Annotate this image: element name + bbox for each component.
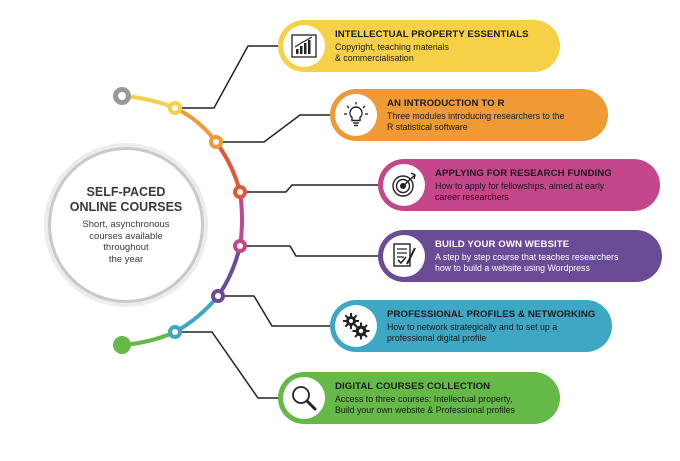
arc-end-node [113,336,131,354]
course-title: PROFESSIONAL PROFILES & NETWORKING [387,309,596,320]
course-professional-profiles[interactable]: PROFESSIONAL PROFILES & NETWORKING How t… [330,300,612,352]
course-digital-collection[interactable]: DIGITAL COURSES COLLECTION Access to thr… [278,372,560,424]
connector-line-6 [175,331,282,399]
course-build-website[interactable]: BUILD YOUR OWN WEBSITE A step by step co… [378,230,662,282]
course-description: How to apply for fellowships, aimed at e… [435,181,605,202]
connector-line-1 [175,45,282,109]
course-description: Three modules introducing researchers to… [387,111,565,132]
course-description: A step by step course that teaches resea… [435,252,619,273]
course-introduction-to-r[interactable]: AN INTRODUCTION TO R Three modules intro… [330,89,608,141]
course-research-funding[interactable]: APPLYING FOR RESEARCH FUNDING How to app… [378,159,660,211]
arc-segment-3 [214,140,242,193]
chart-icon [283,25,325,67]
arc-segment-5 [216,245,242,298]
course-description: How to network strategically and to set … [387,322,558,343]
course-title: INTELLECTUAL PROPERTY ESSENTIALS [335,29,529,40]
gears-icon [335,305,377,347]
document-icon [383,235,425,277]
hub-title: SELF-PACED ONLINE COURSES [69,185,183,214]
course-title: BUILD YOUR OWN WEBSITE [435,239,570,250]
connector-line-4 [240,245,382,257]
course-description: Copyright, teaching materials & commerci… [335,42,449,63]
course-title: DIGITAL COURSES COLLECTION [335,381,491,392]
connector-line-2 [216,114,334,143]
arc-segment-4 [238,191,244,247]
course-description: Access to three courses: Intellectual pr… [335,394,515,415]
hub-subtitle: Short, asynchronous courses available th… [82,219,170,265]
target-icon [383,164,425,206]
central-hub: SELF-PACED ONLINE COURSES Short, asynchr… [48,147,204,303]
course-title: APPLYING FOR RESEARCH FUNDING [435,168,612,179]
arc-segment-6 [174,294,220,334]
course-title: AN INTRODUCTION TO R [387,98,505,109]
connector-line-5 [218,295,334,327]
connector-line-3 [240,184,382,193]
lightbulb-icon [335,94,377,136]
course-intellectual-property[interactable]: INTELLECTUAL PROPERTY ESSENTIALS Copyrig… [278,20,560,72]
search-icon [283,377,325,419]
arc-segment-2 [174,106,218,144]
